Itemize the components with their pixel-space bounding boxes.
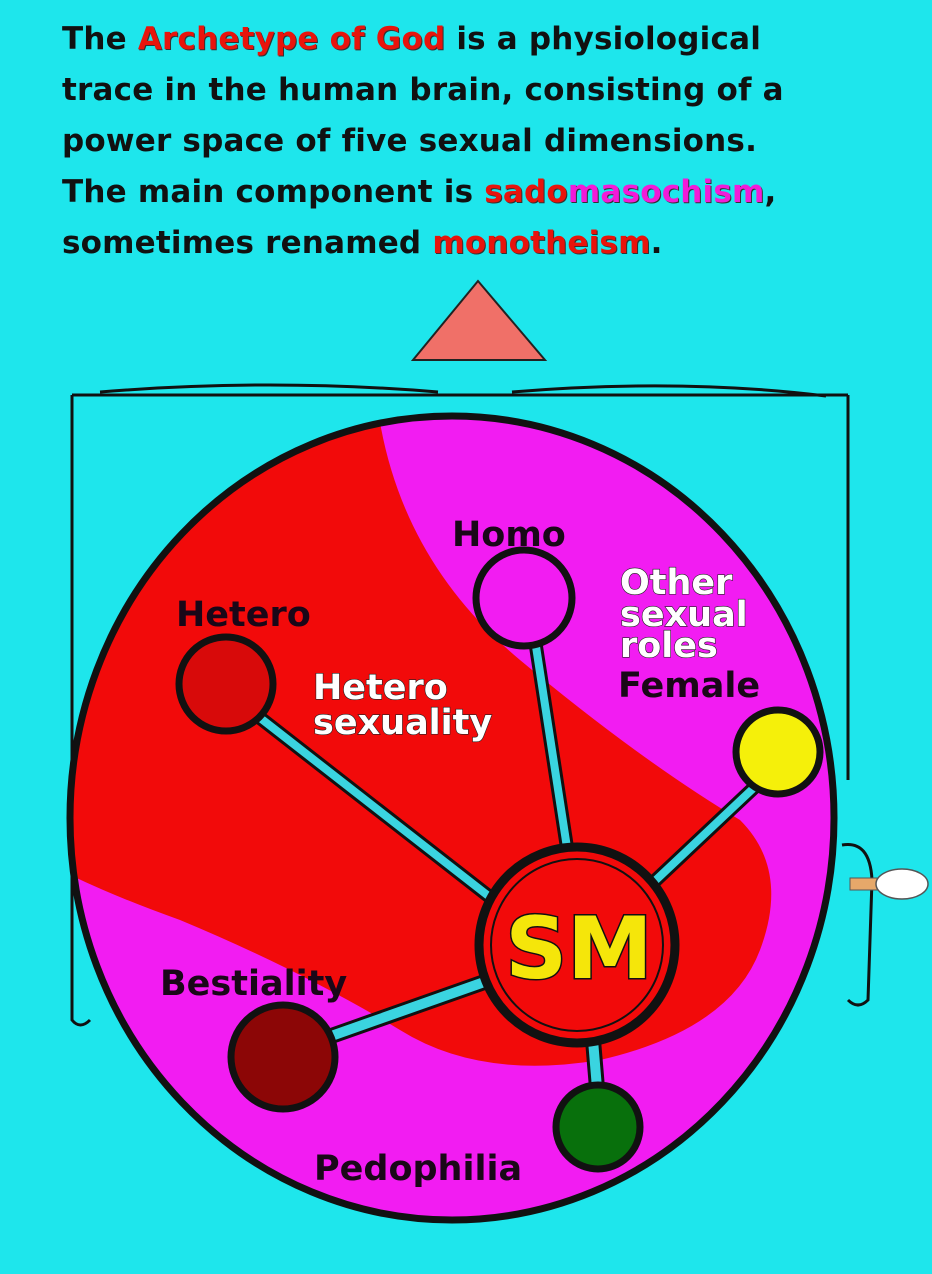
headline-line-1: The Archetype of God is a physiological xyxy=(62,14,922,65)
pedophilia-node xyxy=(552,1081,644,1173)
bestiality-node xyxy=(227,1001,339,1113)
hetero-sexuality-label-line2: sexuality xyxy=(313,703,492,743)
ear-bud xyxy=(875,868,929,900)
monotheism-highlight: monotheism xyxy=(432,225,651,261)
headline-text: The Archetype of God is a physiological … xyxy=(62,14,922,269)
headline-line-5: sometimes renamed monotheism. xyxy=(62,218,922,269)
homo-node xyxy=(472,546,576,650)
hair-right-outline xyxy=(511,384,827,398)
bestiality-label: Bestiality xyxy=(160,964,347,1004)
sm-node xyxy=(474,842,680,1048)
hair-left-outline xyxy=(99,383,439,394)
sm-node-inner-ring xyxy=(490,858,664,1032)
hetero-sexuality-label-line1: Hetero xyxy=(313,668,448,708)
homo-label: Homo xyxy=(452,515,566,555)
headline-text-fragment: is a physiological xyxy=(445,21,762,57)
other-roles-label-line3: roles xyxy=(620,626,718,666)
hetero-label: Hetero xyxy=(176,595,311,635)
head-outline xyxy=(66,412,838,1224)
headline-line-3: power space of five sexual dimensions. xyxy=(62,123,758,159)
ear-outline xyxy=(841,842,874,1007)
masochism-highlight: masochism xyxy=(567,174,765,210)
headline-text-fragment: The xyxy=(62,21,138,57)
triangle-icon xyxy=(410,279,548,361)
headline-line-2: trace in the human brain, consisting of … xyxy=(62,72,784,108)
pedophilia-label: Pedophilia xyxy=(314,1149,522,1189)
archetype-highlight: Archetype of God xyxy=(137,21,446,57)
headline-text-fragment: sometimes renamed xyxy=(62,225,433,261)
female-node xyxy=(732,706,824,798)
sado-highlight: sado xyxy=(484,174,568,210)
female-label: Female xyxy=(618,666,760,706)
connectors xyxy=(245,638,765,1101)
other-roles-label-line1: Other xyxy=(620,563,733,603)
headline-line-4: The main component is sadomasochism, xyxy=(62,167,922,218)
headline-text-fragment: , xyxy=(764,174,777,210)
headline-text-fragment: The main component is xyxy=(62,174,485,210)
frame-left-line xyxy=(70,395,92,1027)
headline-text-fragment: . xyxy=(650,225,663,261)
sm-label: SM xyxy=(505,899,653,999)
other-roles-label-line2: sexual xyxy=(620,595,748,635)
hetero-node xyxy=(175,633,277,735)
